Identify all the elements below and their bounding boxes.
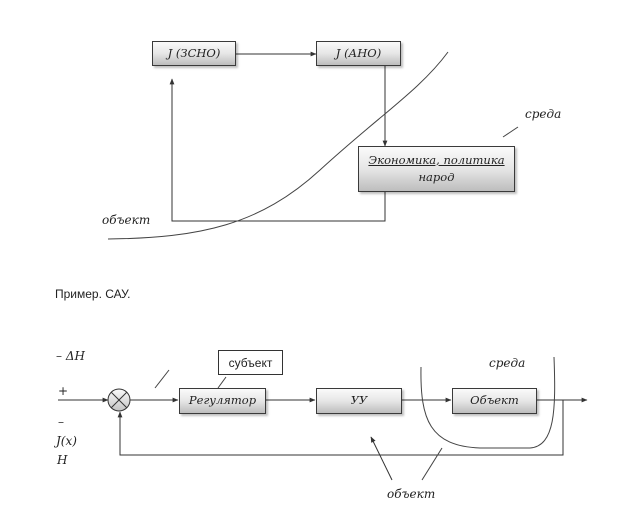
block-regulator-label: Регулятор (188, 393, 257, 408)
environment-pointer (502, 126, 519, 138)
subject-connector (217, 376, 227, 389)
block-subject-label: субъект (228, 355, 273, 370)
label-object-top: объект (102, 213, 151, 227)
slash-mark (154, 369, 170, 389)
block-economy: Экономика, политика народ (358, 146, 515, 192)
block-regulator: Регулятор (179, 388, 266, 414)
block-subject: субъект (218, 350, 283, 375)
environment-u-curve (420, 356, 556, 449)
block-economy-line1: Экономика, политика (368, 152, 505, 167)
environment-boundary-curve (107, 51, 449, 240)
caption: Пример. САУ. (55, 287, 131, 301)
label-h: H (57, 453, 68, 467)
block-object-label: Объект (470, 393, 519, 408)
block-control-device-label: УУ (350, 393, 368, 408)
label-environment-top: среда (525, 107, 562, 121)
block-j-zsno: J (ЗСНО) (152, 41, 236, 66)
label-plus: + (58, 384, 69, 398)
label-minus: – (58, 415, 64, 429)
block-j-ano-label: J (АНО) (335, 45, 382, 60)
object-pointer-arrow (370, 436, 393, 481)
feedback-loop-top (169, 78, 386, 222)
label-object-bottom: объект (387, 487, 436, 501)
block-control-device: УУ (316, 388, 402, 414)
block-economy-line2: народ (418, 170, 455, 184)
label-delta-h: – ΔH (56, 349, 85, 363)
block-object: Объект (452, 388, 537, 414)
label-environment-bottom: среда (489, 356, 526, 370)
block-j-zsno-label: J (ЗСНО) (167, 45, 221, 60)
object-pointer-line (421, 447, 443, 481)
block-j-ano: J (АНО) (316, 41, 401, 66)
feedback-loop-bottom (117, 400, 564, 456)
label-jx: J(x) (56, 434, 77, 448)
